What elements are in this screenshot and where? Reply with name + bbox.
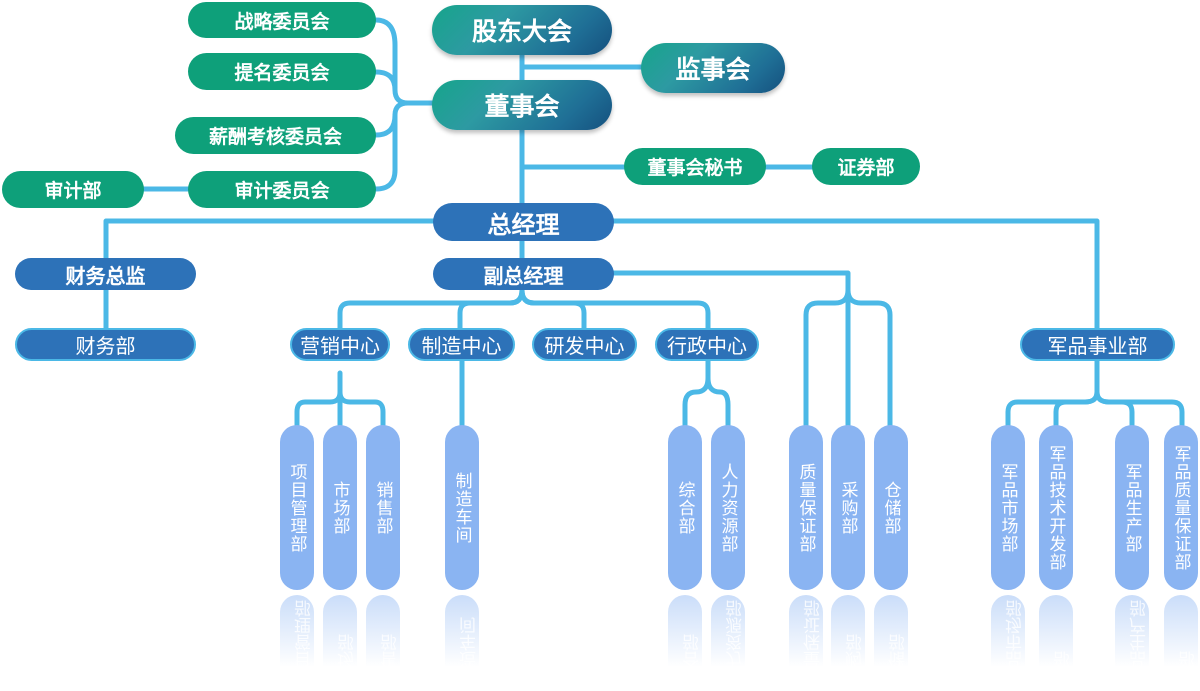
node-label: 军品事业部 bbox=[1047, 334, 1148, 358]
reflection-text: 军品市场部 bbox=[1001, 600, 1021, 675]
dept-label: 军品技术开发部 bbox=[1045, 444, 1066, 571]
reflection: 综合部 bbox=[668, 595, 702, 675]
reflection-text: 军品质量保证部 bbox=[1174, 651, 1194, 675]
reflection-text: 项目管理部 bbox=[290, 600, 310, 675]
reflection: 销售部 bbox=[366, 595, 400, 675]
dept-label: 军品市场部 bbox=[997, 462, 1018, 553]
dept-military-production[interactable]: 军品生产部 bbox=[1115, 425, 1149, 590]
dept-project-management[interactable]: 项目管理部 bbox=[280, 425, 314, 590]
reflection: 人力资源部 bbox=[711, 595, 745, 675]
center-marketing-node[interactable]: 营销中心 bbox=[290, 328, 390, 361]
military-division-node[interactable]: 军品事业部 bbox=[1020, 328, 1175, 361]
dept-quality-assurance[interactable]: 质量保证部 bbox=[789, 425, 823, 590]
node-label: 提名委员会 bbox=[234, 62, 330, 84]
nomination-committee-node[interactable]: 提名委员会 bbox=[188, 53, 376, 90]
node-label: 董事会秘书 bbox=[647, 157, 743, 179]
reflection: 军品质量保证部 bbox=[1164, 595, 1198, 675]
compensation-committee-node[interactable]: 薪酬考核委员会 bbox=[175, 117, 376, 154]
node-label: 股东大会 bbox=[471, 17, 572, 46]
node-label: 战略委员会 bbox=[234, 10, 330, 33]
connector-marketing bbox=[294, 370, 343, 428]
reflection: 制造车间 bbox=[445, 595, 479, 675]
audit-committee-node[interactable]: 审计委员会 bbox=[188, 171, 376, 208]
node-label: 审计部 bbox=[44, 180, 102, 202]
reflection-text: 销售部 bbox=[376, 634, 396, 675]
reflection-text: 军品技术开发部 bbox=[1049, 651, 1069, 675]
dept-military-market[interactable]: 军品市场部 bbox=[991, 425, 1025, 590]
shareholders-meeting-node[interactable]: 股东大会 bbox=[432, 5, 612, 55]
connector-admin bbox=[682, 358, 711, 428]
center-manufacturing-node[interactable]: 制造中心 bbox=[408, 328, 515, 361]
reflection-text: 综合部 bbox=[678, 634, 698, 675]
reflection: 质量保证部 bbox=[789, 595, 823, 675]
connector-military bbox=[1005, 358, 1100, 428]
cfo-node[interactable]: 财务总监 bbox=[15, 258, 196, 290]
dept-general-affairs[interactable]: 综合部 bbox=[668, 425, 702, 590]
reflection-text: 仓储部 bbox=[884, 634, 904, 675]
dept-label: 军品生产部 bbox=[1121, 462, 1142, 553]
connector-committees bbox=[373, 17, 435, 106]
dept-manufacturing-workshop[interactable]: 制造车间 bbox=[445, 425, 479, 590]
reflection: 采购部 bbox=[831, 595, 865, 675]
node-label: 监事会 bbox=[675, 55, 751, 84]
center-administration-node[interactable]: 行政中心 bbox=[655, 328, 759, 361]
board-of-directors-node[interactable]: 董事会 bbox=[432, 80, 612, 130]
dept-label: 仓储部 bbox=[880, 480, 901, 535]
reflection: 军品市场部 bbox=[991, 595, 1025, 675]
node-label: 证券部 bbox=[837, 157, 895, 179]
reflection-text: 制造车间 bbox=[455, 617, 475, 675]
node-label: 审计委员会 bbox=[234, 180, 330, 202]
reflection: 军品技术开发部 bbox=[1039, 595, 1073, 675]
node-label: 财务部 bbox=[75, 334, 136, 358]
strategy-committee-node[interactable]: 战略委员会 bbox=[188, 2, 376, 38]
reflection: 市场部 bbox=[323, 595, 357, 675]
securities-department-node[interactable]: 证券部 bbox=[812, 148, 920, 185]
supervisory-board-node[interactable]: 监事会 bbox=[641, 43, 785, 93]
dept-military-quality[interactable]: 军品质量保证部 bbox=[1164, 425, 1198, 590]
finance-department-node[interactable]: 财务部 bbox=[15, 328, 196, 361]
node-label: 财务总监 bbox=[65, 263, 146, 288]
dept-sales[interactable]: 销售部 bbox=[366, 425, 400, 590]
dept-military-tech-dev[interactable]: 军品技术开发部 bbox=[1039, 425, 1073, 590]
connector-centers bbox=[337, 287, 525, 331]
node-label: 制造中心 bbox=[421, 334, 502, 358]
reflection-text: 市场部 bbox=[333, 634, 353, 675]
reflection-text: 军品生产部 bbox=[1125, 600, 1145, 675]
node-label: 总经理 bbox=[487, 210, 560, 239]
dept-human-resources[interactable]: 人力资源部 bbox=[711, 425, 745, 590]
node-label: 董事会 bbox=[484, 92, 560, 121]
dept-storage[interactable]: 仓储部 bbox=[874, 425, 908, 590]
node-label: 研发中心 bbox=[544, 334, 625, 358]
dept-label: 综合部 bbox=[674, 480, 695, 535]
dept-label: 质量保证部 bbox=[795, 462, 816, 553]
reflection: 仓储部 bbox=[874, 595, 908, 675]
reflection-text: 质量保证部 bbox=[799, 600, 819, 675]
node-label: 副总经理 bbox=[483, 263, 564, 288]
center-rnd-node[interactable]: 研发中心 bbox=[532, 328, 637, 361]
dept-purchasing[interactable]: 采购部 bbox=[831, 425, 865, 590]
deputy-general-manager-node[interactable]: 副总经理 bbox=[433, 258, 614, 290]
node-label: 行政中心 bbox=[667, 334, 747, 358]
general-manager-node[interactable]: 总经理 bbox=[433, 203, 614, 241]
dept-label: 销售部 bbox=[372, 480, 393, 535]
dept-label: 采购部 bbox=[837, 480, 858, 535]
reflection: 项目管理部 bbox=[280, 595, 314, 675]
dept-market[interactable]: 市场部 bbox=[323, 425, 357, 590]
dept-label: 人力资源部 bbox=[717, 462, 738, 553]
dept-label: 军品质量保证部 bbox=[1170, 444, 1191, 571]
reflection-text: 采购部 bbox=[841, 634, 861, 675]
dept-label: 市场部 bbox=[329, 480, 350, 535]
reflection: 军品生产部 bbox=[1115, 595, 1149, 675]
node-label: 薪酬考核委员会 bbox=[208, 126, 342, 148]
node-label: 营销中心 bbox=[300, 334, 380, 358]
board-secretary-node[interactable]: 董事会秘书 bbox=[624, 148, 766, 185]
dept-label: 项目管理部 bbox=[286, 462, 307, 553]
dept-label: 制造车间 bbox=[451, 471, 472, 544]
reflection-text: 人力资源部 bbox=[721, 600, 741, 675]
audit-department-node[interactable]: 审计部 bbox=[2, 171, 144, 208]
